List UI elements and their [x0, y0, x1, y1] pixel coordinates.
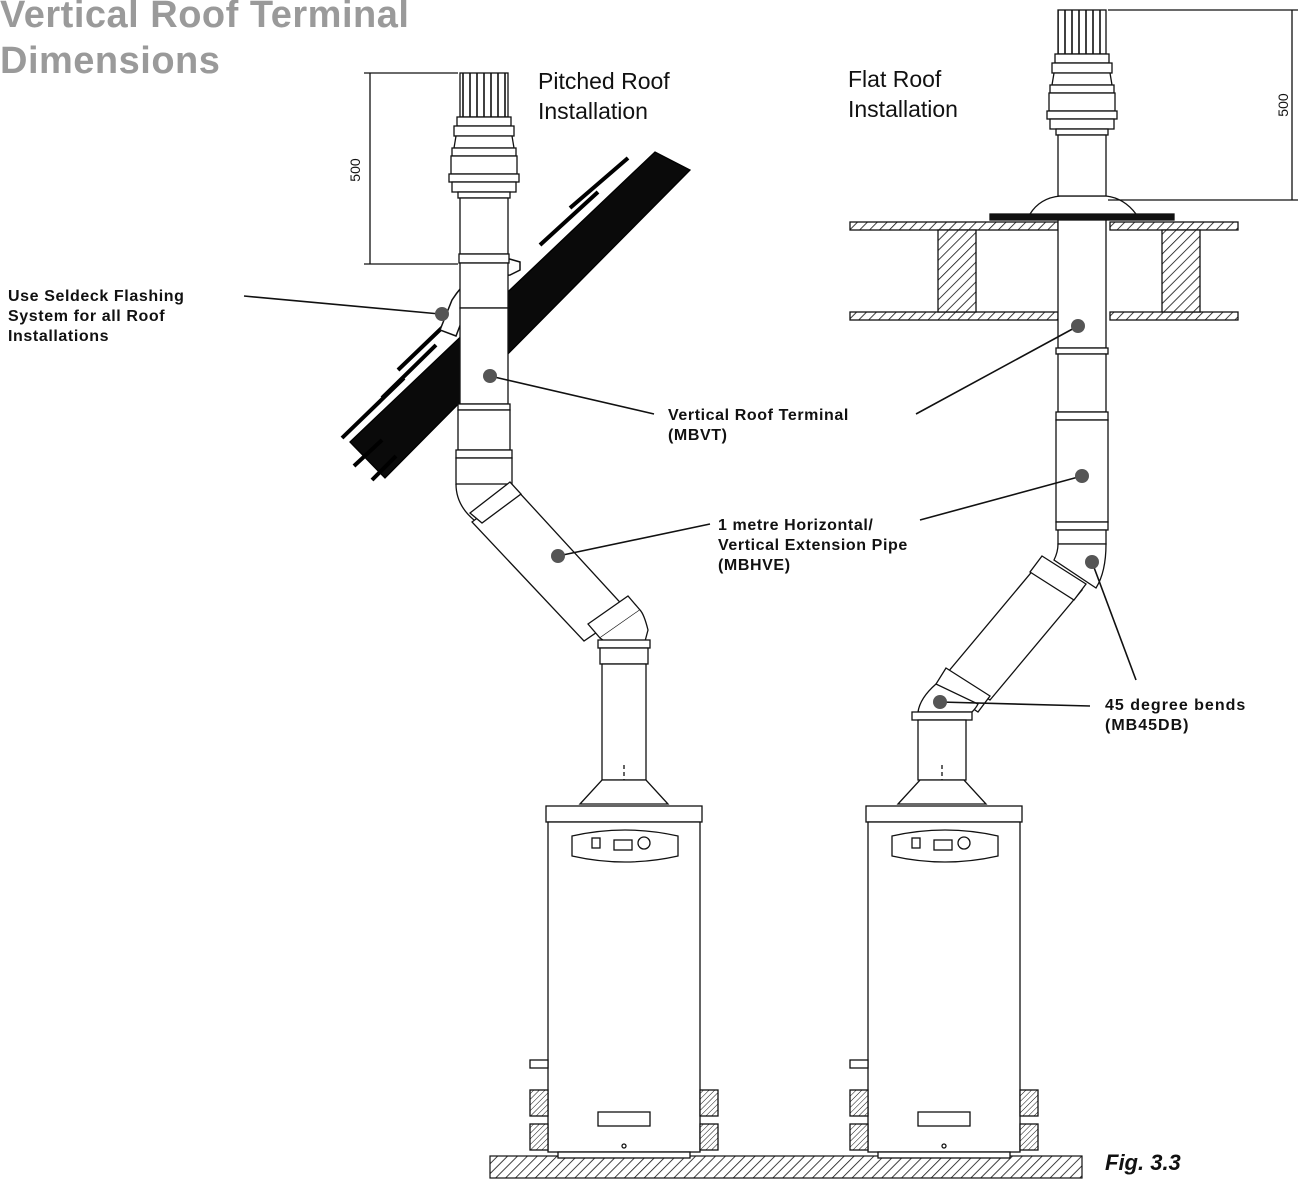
flat-roof-joist-right: [1161, 229, 1201, 313]
flat-boiler-control-panel: [891, 829, 999, 863]
bends-label-line-1: 45 degree bends: [1105, 697, 1247, 714]
flat-caption-line-2: Installation: [848, 96, 958, 122]
pitched-roof-slab: [349, 151, 692, 479]
leader-lines: [243, 295, 1137, 707]
flat-roof-joist-left: [937, 229, 977, 313]
extension-label-line-1: 1 metre Horizontal/: [718, 517, 874, 534]
terminal-label-line-2: (MBVT): [668, 427, 728, 444]
flashing-label-line-2: System for all Roof: [8, 308, 166, 325]
pitched-roof-installation: [340, 72, 719, 1159]
flat-roof-installation: [849, 9, 1298, 1159]
pitched-boiler-body: [547, 821, 701, 1153]
flat-roof-caption: Flat Roof Installation: [848, 64, 958, 124]
extension-label-line-3: (MBHVE): [718, 557, 791, 574]
extension-label: 1 metre Horizontal/ Vertical Extension P…: [718, 516, 908, 576]
floor-hatch: [489, 1155, 1083, 1179]
extension-label-line-2: Vertical Extension Pipe: [718, 537, 908, 554]
terminal-label: Vertical Roof Terminal (MBVT): [668, 406, 849, 446]
terminal-label-line-1: Vertical Roof Terminal: [668, 407, 849, 424]
pitched-caption-line-2: Installation: [538, 98, 648, 124]
flat-boiler-top: [865, 805, 1023, 823]
pitched-dimension-500: 500: [347, 158, 363, 182]
page-title: Vertical Roof Terminal Dimensions: [0, 0, 409, 84]
pitched-terminal-cowl: [459, 72, 509, 118]
flashing-label: Use Seldeck Flashing System for all Roof…: [8, 287, 185, 347]
bends-label: 45 degree bends (MB45DB): [1105, 696, 1246, 736]
figure-number: Fig. 3.3: [1105, 1150, 1181, 1175]
flat-dimension-500: 500: [1275, 93, 1291, 117]
page-title-line-2: Dimensions: [0, 40, 221, 82]
pitched-terminal-pipe: [459, 197, 509, 255]
pitched-roof-caption: Pitched Roof Installation: [538, 66, 670, 126]
page-title-line-1: Vertical Roof Terminal: [0, 0, 410, 36]
flat-terminal-cowl: [1057, 9, 1107, 55]
flashing-label-line-1: Use Seldeck Flashing: [8, 288, 185, 305]
bends-label-line-2: (MB45DB): [1105, 717, 1190, 734]
flashing-label-line-3: Installations: [8, 328, 110, 345]
flat-boiler-body: [867, 821, 1021, 1153]
pitched-boiler-top: [545, 805, 703, 823]
flat-caption-line-1: Flat Roof: [848, 66, 942, 92]
pitched-pipe-through-roof: [459, 307, 509, 405]
flat-roof-flashing: [989, 213, 1175, 221]
leader-dots: [435, 307, 1099, 709]
pitched-boiler-control-panel: [571, 829, 679, 863]
pitched-caption-line-1: Pitched Roof: [538, 68, 670, 94]
